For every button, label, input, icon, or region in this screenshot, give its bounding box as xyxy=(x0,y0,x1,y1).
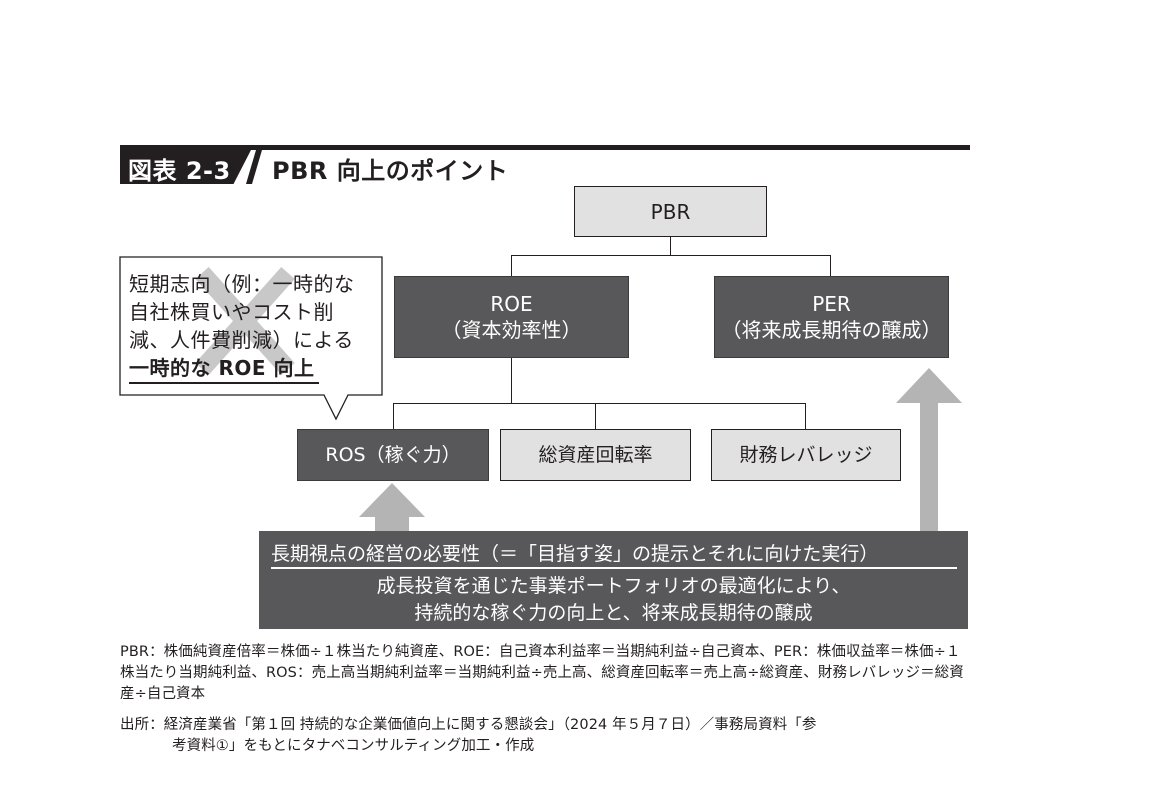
connector-to-leverage xyxy=(805,403,807,429)
title-rule xyxy=(120,145,970,150)
node-pbr-label: PBR xyxy=(650,199,691,224)
figure-number: 図表 2-3 xyxy=(128,157,231,185)
source-note: 出所：経済産業省「第１回 持続的な企業価値向上に関する懇談会」（2024 年５月… xyxy=(120,715,972,757)
connector-to-roe xyxy=(511,255,513,276)
connector-pbr-horizontal xyxy=(511,255,831,257)
connector-roe-down xyxy=(511,358,513,403)
bubble-line-4: 一時的な ROE 向上 xyxy=(129,356,315,380)
bubble-line-2: 自社株買いやコスト削 xyxy=(129,300,334,324)
figure-title: PBR 向上のポイント xyxy=(272,157,509,185)
connector-roe-horizontal xyxy=(393,403,806,405)
node-per-sub: （将来成長期待の醸成） xyxy=(721,318,942,342)
bottom-heading: 長期視点の経営の必要性（＝「目指す姿」の提示とそれに向けた実行） xyxy=(271,543,879,565)
bubble-line-3: 減、人件費削減）による xyxy=(129,328,354,352)
cross-mark-icon xyxy=(195,266,295,375)
node-per: PER （将来成長期待の醸成） xyxy=(714,276,949,358)
bottom-line-3: 持続的な稼ぐ力の向上と、将来成長期待の醸成 xyxy=(414,602,813,624)
up-arrow-to-per-icon xyxy=(896,368,962,533)
node-per-label: PER xyxy=(812,292,851,316)
node-leverage-label: 財務レバレッジ xyxy=(739,443,873,466)
connector-to-ros xyxy=(393,403,395,429)
connector-to-asset-turnover xyxy=(595,403,597,429)
source-line-1: 出所：経済産業省「第１回 持続的な企業価値向上に関する懇談会」（2024 年５月… xyxy=(120,717,817,733)
node-leverage: 財務レバレッジ xyxy=(711,429,901,481)
node-ros-label: ROS（稼ぐ力） xyxy=(325,443,461,466)
node-ros: ROS（稼ぐ力） xyxy=(297,429,489,481)
source-line-2: 考資料①」をもとにタナベコンサルティング加工・作成 xyxy=(172,738,535,754)
connector-to-per xyxy=(830,255,832,276)
node-roe-label: ROE xyxy=(490,292,533,316)
figure-number-tag xyxy=(120,148,252,184)
node-pbr: PBR xyxy=(574,186,767,237)
bubble-underline xyxy=(129,382,319,384)
node-roe-sub: （資本効率性） xyxy=(441,318,582,342)
node-asset-turnover: 総資産回転率 xyxy=(500,429,691,481)
up-arrow-to-ros-icon xyxy=(359,483,425,533)
node-asset-turnover-label: 総資産回転率 xyxy=(538,443,653,466)
connector-pbr-down xyxy=(670,237,672,255)
bubble-line-1: 短期志向（例：一時的な xyxy=(129,272,355,296)
title-slash-icon xyxy=(246,150,262,184)
bubble-text: 短期志向（例：一時的な 自社株買いやコスト削 減、人件費削減）による 一時的な … xyxy=(129,270,379,382)
node-roe: ROE （資本効率性） xyxy=(394,276,629,358)
long-term-management-box: 長期視点の経営の必要性（＝「目指す姿」の提示とそれに向けた実行） 成長投資を通じ… xyxy=(259,531,968,629)
bottom-heading-underline xyxy=(271,567,957,569)
bottom-line-2: 成長投資を通じた事業ポートフォリオの最適化により、 xyxy=(376,575,851,597)
definitions-note: PBR：株価純資産倍率＝株価÷１株当たり純資産、ROE：自己資本利益率＝当期純利… xyxy=(120,644,964,702)
